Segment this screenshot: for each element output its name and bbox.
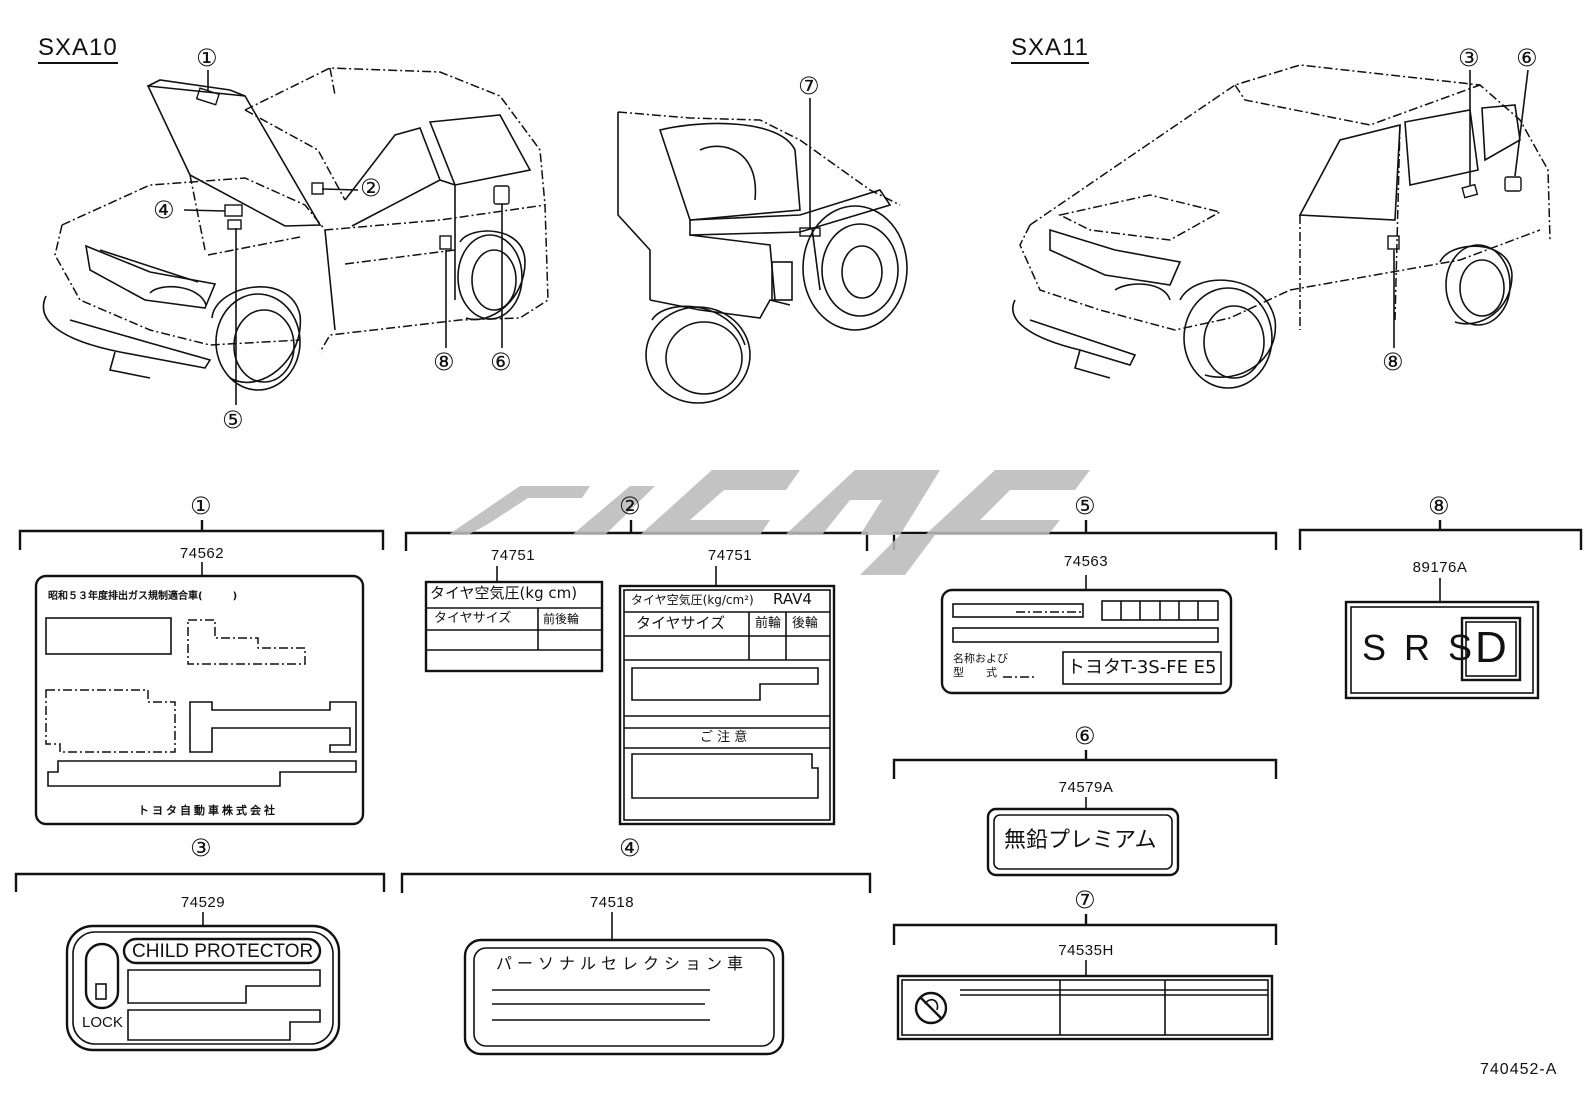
part-number-89176A: 89176A	[1412, 559, 1468, 576]
label-74751-large-title: タイヤ空気圧(kg/cm²)	[631, 593, 754, 607]
part-number-74751-large: 74751	[707, 547, 753, 564]
label-74529-lock: LOCK	[82, 1014, 123, 1031]
label-89176A-badge: D	[1475, 623, 1507, 672]
label-74751-large-drawing	[618, 566, 836, 826]
label-74563-drawing	[940, 575, 1233, 695]
part-number-74529: 74529	[180, 894, 226, 911]
group-callout-7: ⑦	[1074, 886, 1096, 914]
callout-8-sxa10: ⑧	[433, 348, 455, 376]
label-74751-large-col3: 後輪	[792, 616, 819, 631]
label-74529-drawing	[65, 912, 341, 1052]
label-74562-header: 昭和５３年度排出ガス規制適合車( )	[48, 591, 238, 602]
label-74751-small-col1: タイヤサイズ	[434, 611, 512, 626]
group-callout-8: ⑧	[1428, 492, 1450, 520]
group-callout-6: ⑥	[1074, 722, 1096, 750]
label-74563-name-line2: 型 式	[953, 666, 997, 679]
label-89176A-srs: S R S	[1362, 627, 1477, 668]
part-number-74563: 74563	[1063, 553, 1109, 570]
model-label-sxa11: SXA11	[1011, 36, 1089, 64]
group-callout-4: ④	[619, 834, 641, 862]
callout-5-sxa10: ⑤	[222, 406, 244, 434]
vehicle-rear-illustration	[617, 98, 908, 404]
label-74562-footer: トヨタ自動車株式会社	[138, 804, 278, 817]
group-callout-2: ②	[619, 492, 641, 520]
group-brackets	[14, 520, 1583, 945]
watermark-logo	[448, 470, 1090, 575]
part-number-74579A: 74579A	[1058, 779, 1114, 796]
callout-8-sxa11: ⑧	[1382, 348, 1404, 376]
label-74529-title: CHILD PROTECTOR	[132, 941, 314, 962]
label-89176A-drawing	[1344, 578, 1540, 700]
label-74562-drawing	[34, 562, 365, 826]
label-74563-engine: トヨタT-3S-FE E5	[1067, 657, 1217, 678]
label-74751-large-notice: ご 注 意	[700, 730, 748, 745]
label-74751-large-col2: 前輪	[755, 616, 782, 631]
label-74563-name-line1: 名称および	[953, 652, 1008, 665]
label-74579A-text: 無鉛プレミアム	[1004, 828, 1157, 853]
callout-6-sxa10: ⑥	[490, 348, 512, 376]
label-74751-small-drawing	[424, 566, 604, 673]
vehicle-sxa11-illustration	[1012, 64, 1551, 389]
group-callout-5: ⑤	[1074, 492, 1096, 520]
callout-1-sxa10: ①	[196, 44, 218, 72]
label-74751-small-col2: 前後輪	[543, 612, 580, 626]
label-74518-title: パーソナルセレクション車	[496, 954, 749, 973]
callout-7-rear: ⑦	[798, 72, 820, 100]
label-74751-large-model: RAV4	[773, 590, 812, 608]
callout-2-sxa10: ②	[360, 174, 382, 202]
part-number-74518: 74518	[589, 894, 635, 911]
part-number-74535H: 74535H	[1058, 942, 1114, 959]
vehicle-sxa10-illustration	[42, 67, 549, 405]
label-74579A-drawing	[986, 797, 1180, 877]
group-callout-3: ③	[190, 834, 212, 862]
label-74535H-drawing	[896, 960, 1274, 1041]
callout-4-sxa10: ④	[153, 196, 175, 224]
part-number-74562: 74562	[179, 545, 225, 562]
label-74518-drawing	[463, 912, 785, 1056]
drawing-number: 740452-A	[1480, 1061, 1558, 1078]
callout-6-sxa11: ⑥	[1516, 44, 1538, 72]
group-callout-1: ①	[190, 492, 212, 520]
label-74751-large-col1: タイヤサイズ	[636, 614, 726, 632]
part-number-74751-small: 74751	[490, 547, 536, 564]
callout-3-sxa11: ③	[1458, 44, 1480, 72]
model-label-sxa10: SXA10	[38, 36, 118, 64]
label-74751-small-title: タイヤ空気圧(kg cm)	[430, 584, 578, 602]
